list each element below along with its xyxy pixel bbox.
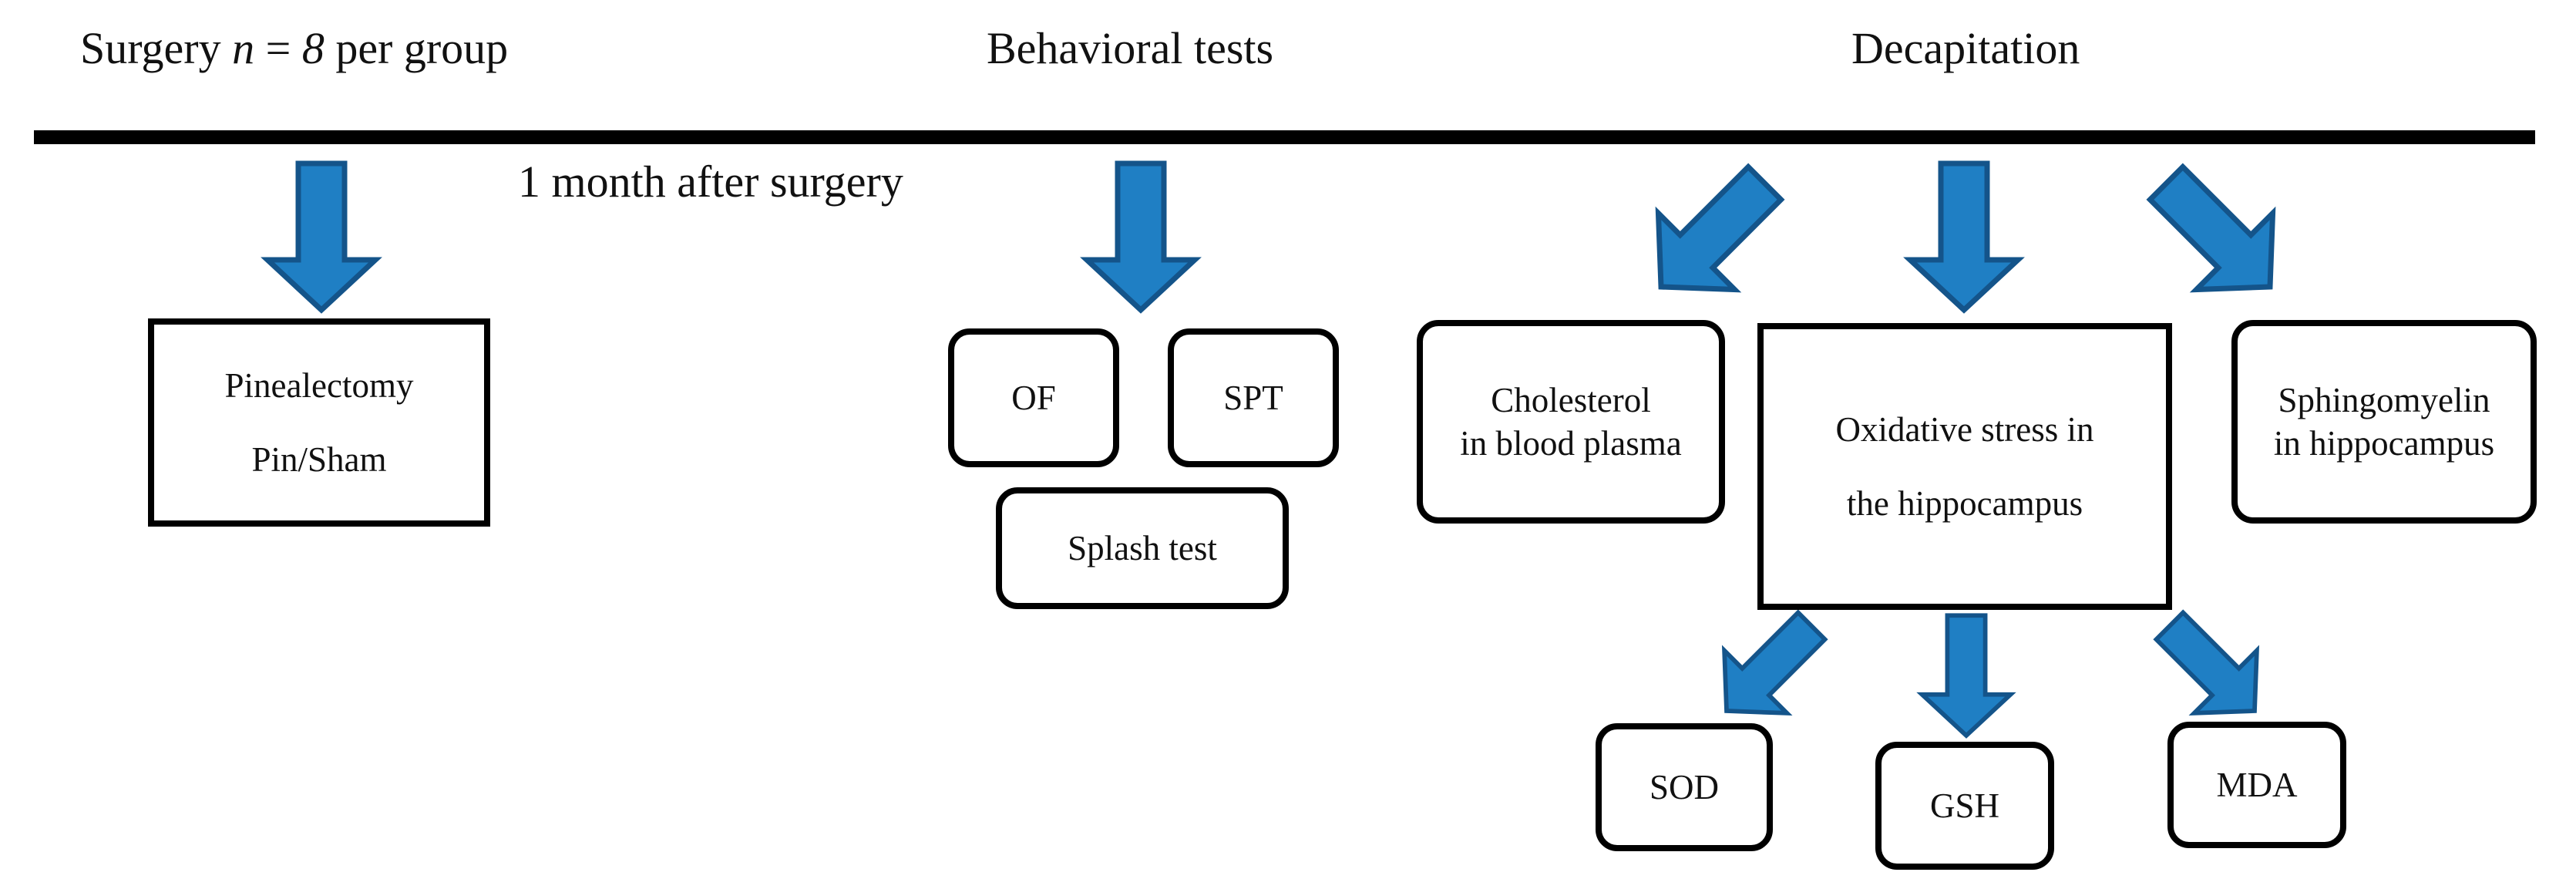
sphingomyelin-label: Sphingomyelin <box>2278 380 2490 419</box>
of-label: OF <box>1011 378 1056 417</box>
pinealectomy-label: Pinealectomy <box>224 365 414 405</box>
gsh-box: GSH <box>1875 742 2054 870</box>
arrow-down-oxidative-icon <box>1910 163 2018 310</box>
sod-label: SOD <box>1649 767 1720 806</box>
oxidative-stress-box: Oxidative stress in the hippocampus <box>1757 323 2172 610</box>
oxidative-stress-label: Oxidative stress in <box>1835 409 2094 449</box>
decapitation-header: Decapitation <box>1851 23 2080 73</box>
sod-box: SOD <box>1596 723 1773 851</box>
pinealectomy-box: Pinealectomy Pin/Sham <box>148 318 490 527</box>
arrow-down-surgery-icon <box>267 163 375 310</box>
arrow-diagonal-mda-icon <box>2138 594 2285 742</box>
arrow-diagonal-sphingomyelin-icon <box>2128 145 2308 325</box>
spt-box: SPT <box>1168 328 1339 467</box>
behavioral-tests-header: Behavioral tests <box>987 23 1274 73</box>
spt-label: SPT <box>1223 378 1283 417</box>
mda-label: MDA <box>2216 765 2298 804</box>
per-group-label: per group <box>324 23 509 73</box>
blood-plasma-label: in blood plasma <box>1460 424 1682 463</box>
mda-box: MDA <box>2167 722 2346 848</box>
n-symbol: n <box>232 23 255 73</box>
arrow-down-behavior-icon <box>1087 163 1195 310</box>
hippocampus-label: the hippocampus <box>1846 484 2083 523</box>
cholesterol-box: Cholesterol in blood plasma <box>1417 320 1725 524</box>
splash-test-label: Splash test <box>1068 528 1217 567</box>
interval-label: 1 month after surgery <box>518 157 903 207</box>
arrow-diagonal-sod-icon <box>1695 594 1842 742</box>
in-hippocampus-label: in hippocampus <box>2273 424 2495 463</box>
of-box: OF <box>948 328 1119 467</box>
timeline-bar <box>34 130 2535 144</box>
splash-test-box: Splash test <box>996 487 1289 609</box>
surgery-label: Surgery <box>80 23 233 73</box>
cholesterol-label: Cholesterol <box>1491 380 1651 419</box>
gsh-label: GSH <box>1929 786 2000 825</box>
equals-sign: = <box>254 23 302 73</box>
arrow-down-gsh-icon <box>1922 615 2011 736</box>
n-value: 8 <box>301 23 325 73</box>
surgery-header: Surgery n = 8 per group <box>80 22 508 76</box>
pin-sham-label: Pin/Sham <box>251 440 387 479</box>
sphingomyelin-box: Sphingomyelin in hippocampus <box>2231 320 2537 524</box>
arrow-diagonal-cholesterol-icon <box>1623 145 1803 325</box>
